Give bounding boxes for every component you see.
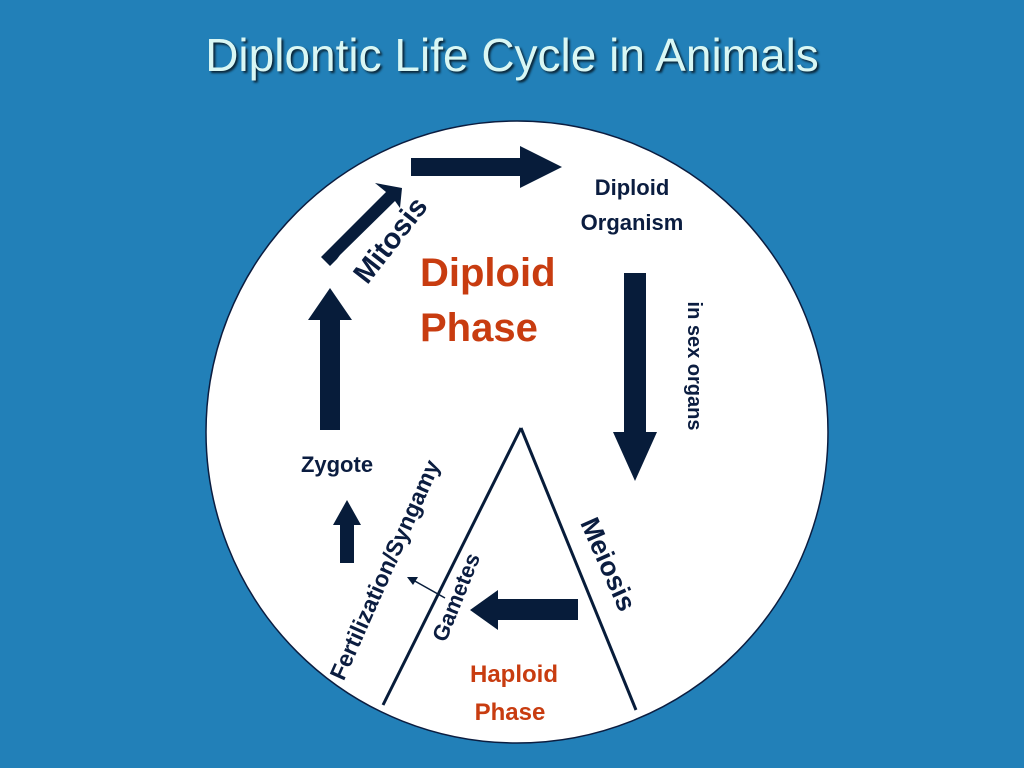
cycle-circle [205,120,829,744]
arrow-to-gametes [470,590,578,630]
thin-arrow-line [412,579,446,599]
zygote-label: Zygote [301,452,373,477]
diploid-organism-label-line2: Organism [581,210,684,235]
haploid-phase-label-line2: Phase [475,699,546,726]
triangle-left-side [381,427,523,706]
slide-title: Diplontic Life Cycle in Animals [205,29,819,81]
diploid-organism-label-line1: Diploid [595,175,670,200]
arrow-to-meiosis-down [613,273,657,481]
diploid-phase-label-line2: Phase [420,306,538,350]
triangle-right-side [519,427,638,711]
arrow-mitosis-diagonal [321,183,402,266]
in-sex-organs-label: in sex organs [683,302,705,431]
arrow-to-zygote-small [333,500,361,563]
diploid-phase-label-line1: Diploid [420,251,556,295]
thin-arrow-head [407,577,418,585]
arrow-to-diploid-organism [411,146,562,188]
arrow-zygote-up [308,288,352,430]
haploid-phase-label-line1: Haploid [470,661,558,688]
